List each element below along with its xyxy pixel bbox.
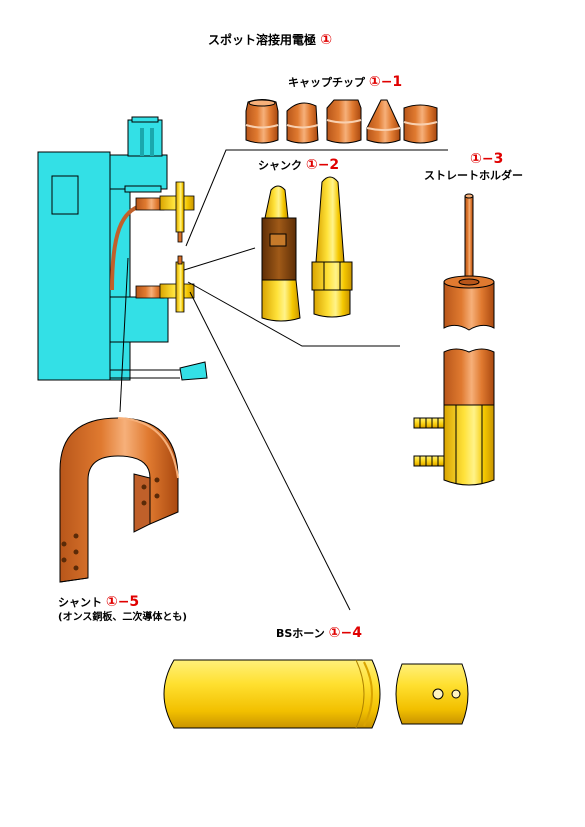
straight-holder-label: ストレートホルダー: [424, 169, 523, 182]
machine-electrodes: [110, 181, 195, 313]
cap-tip-number: ①−1: [368, 74, 403, 90]
bs-horn-label: BSホーン ①−4: [276, 626, 362, 640]
cap-tip-text: キャップチップ: [288, 76, 365, 89]
shank-gold: [311, 176, 353, 318]
shanks: [261, 176, 353, 322]
shunt: [59, 417, 179, 583]
cap-tip-5: [403, 104, 438, 144]
cap-tips: [245, 99, 438, 144]
bs-horn: [163, 659, 469, 729]
lower-arm: [109, 296, 169, 343]
shank-brown: [261, 185, 301, 322]
bs-horn-body: [163, 659, 381, 729]
holder-fitting-upper: [413, 417, 445, 429]
shunt-label: シャント ①−5: [58, 595, 139, 609]
cylinder: [127, 119, 163, 157]
shunt-text: シャント: [58, 596, 102, 609]
upper-head: [109, 154, 168, 190]
bs-horn-text: BSホーン: [276, 627, 325, 640]
holder-rod: [464, 195, 474, 281]
title-text: スポット溶接用電極: [208, 33, 317, 47]
foot-pedal: [179, 361, 208, 381]
shunt-note: (オンス銅板、二次導体とも): [58, 612, 187, 623]
page-title: スポット溶接用電極 ①: [208, 33, 332, 47]
straight-holder-number: ①−3: [470, 151, 504, 167]
welding-machine: [37, 116, 208, 381]
shunt-number: ①−5: [105, 594, 140, 610]
cap-tip-2: [286, 102, 319, 144]
holder-gold-body: [443, 404, 495, 486]
leader-lines: [119, 149, 448, 611]
shank-label: シャンク ①−2: [258, 158, 339, 172]
holder-fitting-lower: [413, 455, 445, 467]
bs-horn-end: [395, 663, 469, 725]
straight-holder: [413, 193, 495, 486]
title-number: ①: [320, 32, 333, 48]
cap-tip-label: キャップチップ ①−1: [288, 75, 402, 89]
shank-text: シャンク: [258, 159, 302, 172]
cap-tip-4: [366, 99, 401, 144]
shank-number: ①−2: [305, 157, 340, 173]
machine-window: [51, 175, 79, 215]
cap-tip-1: [245, 99, 279, 144]
cap-tip-3: [326, 99, 362, 144]
bs-horn-number: ①−4: [328, 625, 362, 641]
holder-lower-copper: [443, 348, 495, 406]
